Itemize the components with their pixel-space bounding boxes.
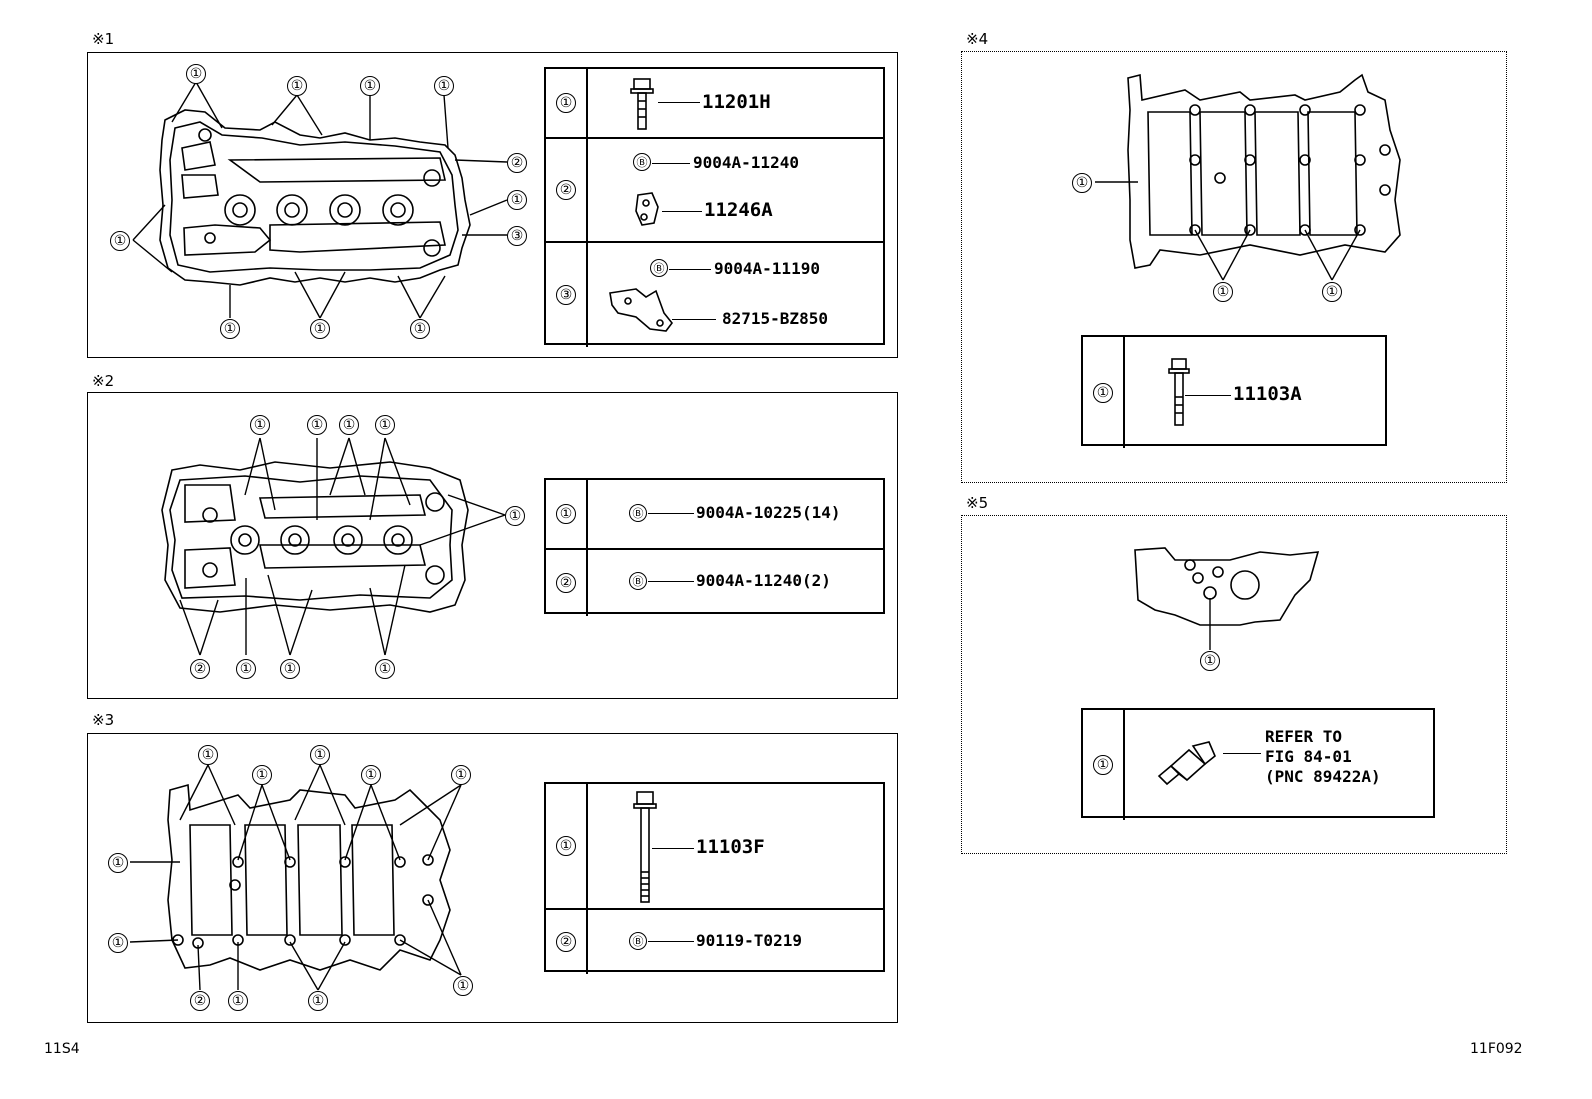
- callout-1: ①: [108, 852, 128, 873]
- callout-1: ①: [410, 318, 430, 339]
- parts-row: ① 11103F: [546, 784, 883, 908]
- footer-right-code: 11F092: [1470, 1041, 1523, 1057]
- row-number: ①: [556, 836, 576, 856]
- callout-1: ①: [110, 230, 130, 251]
- section-2-label: ※2: [92, 372, 115, 390]
- part-number: 11246A: [704, 199, 773, 221]
- callout-1: ①: [307, 414, 327, 435]
- callout-1: ①: [1213, 281, 1233, 302]
- callout-1: ①: [1072, 172, 1092, 193]
- part-number: 9004A-10225(14): [696, 503, 841, 522]
- part-number: 90119-T0219: [696, 931, 802, 950]
- row-number: ①: [1093, 382, 1113, 403]
- callout-1: ①: [339, 414, 359, 435]
- section-1-frame: [87, 52, 898, 358]
- section-4-label: ※4: [966, 30, 989, 48]
- callout-1: ①: [453, 975, 473, 996]
- row-number: ①: [556, 93, 576, 113]
- callout-1: ①: [361, 764, 381, 785]
- section-2-parts-table: ① Ⓑ 9004A-10225(14) ② Ⓑ 9004A-11240(2): [544, 478, 885, 616]
- section-2-frame: [87, 392, 898, 699]
- callout-1: ①: [198, 744, 218, 765]
- footer-left-code: 11S4: [44, 1041, 80, 1057]
- section-1-parts-table: ① 11201H ② Ⓑ 9004A-11240 11246A ③ Ⓑ 9004…: [544, 67, 885, 347]
- callout-1: ①: [287, 75, 307, 96]
- b-marker-icon: Ⓑ: [629, 932, 647, 950]
- parts-row: ① REFER TO FIG 84-01 (PNC 89422A): [1083, 710, 1433, 820]
- row-number: ①: [556, 504, 576, 524]
- callout-1: ①: [1322, 281, 1342, 302]
- section-3-parts-table: ① 11103F ② Ⓑ 90119-T0219: [544, 782, 885, 974]
- flange-bolt-icon: [630, 78, 654, 130]
- callout-2: ②: [190, 658, 210, 679]
- section-4-parts-table: ① 11103A: [1081, 335, 1387, 448]
- callout-1: ①: [250, 414, 270, 435]
- parts-row: ② Ⓑ 9004A-11240 11246A: [546, 137, 883, 241]
- callout-1: ①: [252, 764, 272, 785]
- parts-row: ① Ⓑ 9004A-10225(14): [546, 480, 883, 548]
- row-number: ③: [556, 285, 576, 305]
- callout-1: ①: [1200, 650, 1220, 671]
- parts-row: ③ Ⓑ 9004A-11190 82715-BZ850: [546, 241, 883, 347]
- b-marker-icon: Ⓑ: [633, 153, 651, 171]
- callout-1: ①: [280, 658, 300, 679]
- part-number: 9004A-11240: [693, 153, 799, 172]
- section-5-frame: [961, 515, 1507, 854]
- part-number: 82715-BZ850: [722, 309, 828, 328]
- callout-1: ①: [228, 990, 248, 1011]
- callout-1: ①: [375, 414, 395, 435]
- section-5-label: ※5: [966, 494, 989, 512]
- bolt-icon: [1168, 358, 1190, 426]
- sensor-icon: [1157, 741, 1216, 786]
- callout-1: ①: [308, 990, 328, 1011]
- callout-2: ②: [507, 152, 527, 173]
- callout-1: ①: [507, 189, 527, 210]
- b-marker-icon: Ⓑ: [650, 259, 668, 277]
- callout-1: ①: [220, 318, 240, 339]
- refer-to-note: REFER TO FIG 84-01 (PNC 89422A): [1265, 727, 1381, 786]
- parts-row: ① 11201H: [546, 69, 883, 137]
- part-number: 11201H: [702, 91, 771, 113]
- section-4-frame: [961, 51, 1507, 483]
- part-number: 9004A-11190: [714, 259, 820, 278]
- bracket-icon: [609, 288, 674, 332]
- callout-1: ①: [186, 63, 206, 84]
- callout-1: ①: [375, 658, 395, 679]
- row-number: ②: [556, 932, 576, 952]
- callout-1: ①: [236, 658, 256, 679]
- section-3-frame: [87, 733, 898, 1023]
- callout-1: ①: [360, 75, 380, 96]
- callout-2: ②: [190, 990, 210, 1011]
- b-marker-icon: Ⓑ: [629, 504, 647, 522]
- callout-1: ①: [108, 932, 128, 953]
- section-3-label: ※3: [92, 711, 115, 729]
- row-number: ②: [556, 180, 576, 200]
- parts-row: ① 11103A: [1083, 337, 1385, 448]
- callout-1: ①: [434, 75, 454, 96]
- part-number: 11103A: [1233, 383, 1302, 405]
- row-number: ②: [556, 573, 576, 593]
- part-number: 9004A-11240(2): [696, 571, 831, 590]
- row-number: ①: [1093, 755, 1113, 775]
- long-bolt-icon: [633, 791, 657, 903]
- part-number: 11103F: [696, 836, 765, 858]
- section-5-parts-table: ① REFER TO FIG 84-01 (PNC 89422A): [1081, 708, 1435, 820]
- callout-1: ①: [505, 505, 525, 526]
- parts-row: ② Ⓑ 90119-T0219: [546, 908, 883, 974]
- callout-3: ③: [507, 225, 527, 246]
- callout-1: ①: [310, 318, 330, 339]
- callout-1: ①: [451, 764, 471, 785]
- section-1-label: ※1: [92, 30, 115, 48]
- bracket-icon: [635, 192, 659, 226]
- parts-row: ② Ⓑ 9004A-11240(2): [546, 548, 883, 616]
- callout-1: ①: [310, 744, 330, 765]
- b-marker-icon: Ⓑ: [629, 572, 647, 590]
